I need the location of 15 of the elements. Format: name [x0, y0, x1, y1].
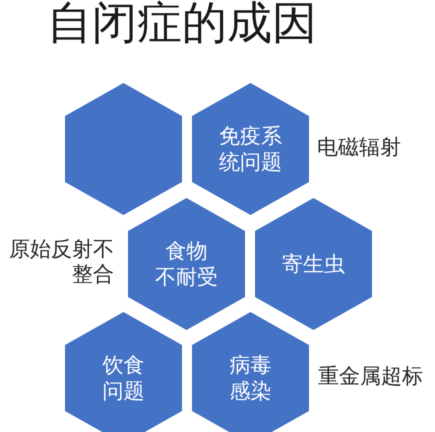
- hexagon: [192, 83, 309, 215]
- cause-text: 重金属超标: [318, 364, 423, 389]
- hexagon: [65, 312, 182, 432]
- cause-label: 食物不耐受: [154, 238, 219, 290]
- hexagon: [65, 83, 182, 215]
- cause-label: 免疫系统问题: [218, 123, 283, 175]
- title: 自闭症的成因: [47, 0, 317, 45]
- cause-text: 电磁辐射: [317, 135, 401, 160]
- hexagon: [192, 312, 309, 432]
- hexagon: [128, 198, 245, 330]
- cause-text: 原始反射不整合: [8, 237, 114, 287]
- cause-label: 寄生虫: [281, 251, 346, 277]
- hexagon: [255, 198, 372, 330]
- cause-label: 饮食问题: [102, 352, 146, 404]
- cause-label: 病毒感染: [228, 352, 272, 404]
